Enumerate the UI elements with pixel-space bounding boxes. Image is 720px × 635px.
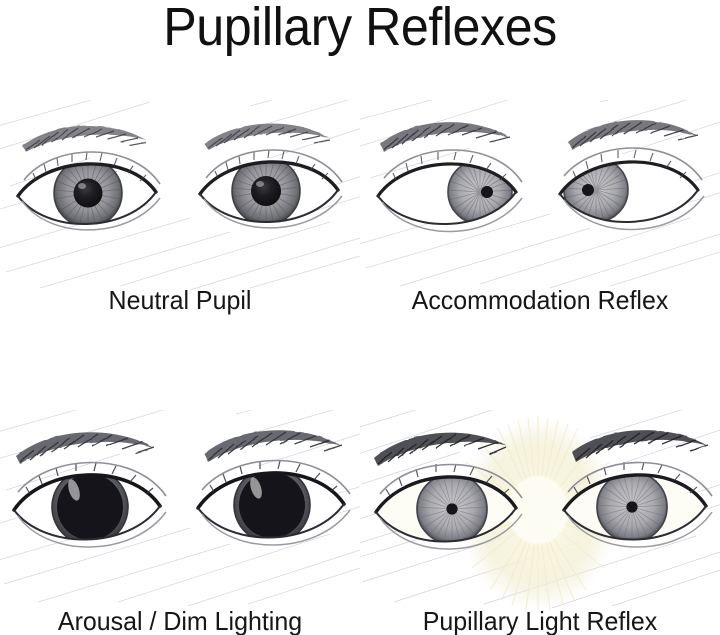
right-limbus — [596, 474, 668, 540]
left-eye — [16, 125, 161, 231]
panel-neutral-pupil: Neutral Pupil — [0, 100, 360, 325]
right-eyebrow — [572, 430, 709, 462]
left-iris-striations — [416, 476, 488, 542]
left-catchlight — [78, 183, 86, 189]
right-lower-lid — [197, 503, 345, 539]
left-pupil — [57, 474, 123, 540]
left-lower-lid — [17, 191, 157, 225]
right-lid-fold — [567, 461, 713, 497]
right-lower-lid — [199, 189, 339, 223]
right-pupil — [626, 501, 638, 513]
left-eyebrow — [374, 432, 507, 466]
right-upper-lid — [558, 160, 700, 196]
left-pupil — [481, 186, 493, 198]
panel-accommodation-reflex: Accommodation Reflex — [360, 100, 720, 325]
light-source-glow — [456, 416, 620, 610]
right-pupil — [582, 184, 594, 196]
right-lower-crease — [567, 511, 713, 548]
right-iris-striations — [596, 474, 668, 540]
left-limbus — [51, 474, 129, 540]
accommodation-reflex-illustration — [360, 100, 720, 289]
left-upper-lid — [376, 162, 518, 198]
left-lashes — [25, 462, 154, 495]
left-lashes — [385, 463, 510, 497]
right-eye — [198, 123, 343, 229]
left-lower-lid — [13, 505, 161, 541]
right-eyebrow — [204, 123, 331, 150]
left-lower-lid — [375, 507, 517, 543]
left-upper-lid — [16, 162, 158, 198]
left-lower-crease — [379, 513, 523, 550]
neutral-pupil-illustration — [0, 100, 360, 290]
right-lower-crease — [563, 195, 705, 231]
right-eye — [196, 430, 351, 546]
left-pupil — [446, 503, 458, 515]
caption-neutral-pupil: Neutral Pupil — [108, 285, 252, 315]
left-limbus — [53, 163, 123, 225]
right-lashes — [214, 149, 329, 180]
panel-pupillary-light-reflex: Pupillary Light Reflex — [360, 410, 720, 635]
left-eyebrow — [22, 125, 147, 152]
page-title: Pupillary Reflexes — [163, 0, 557, 57]
right-lashes — [572, 149, 687, 179]
caption-arousal-dim-lighting: Arousal / Dim Lighting — [57, 606, 303, 635]
right-limbus — [231, 161, 301, 223]
left-limbus — [416, 476, 488, 542]
right-lid-fold — [201, 459, 351, 495]
left-eyebrow — [16, 432, 155, 464]
right-catchlight — [256, 181, 264, 187]
left-lower-crease — [21, 197, 161, 231]
left-lashes — [32, 151, 147, 182]
right-upper-lid — [562, 473, 708, 512]
caption-accommodation-reflex: Accommodation Reflex — [411, 285, 669, 315]
left-eye — [12, 432, 167, 548]
right-pupil — [251, 176, 281, 206]
panel-arousal-dim-lighting: Arousal / Dim Lighting — [0, 410, 360, 635]
left-lower-lid — [377, 191, 517, 225]
right-lower-crease — [203, 195, 343, 229]
right-eye — [558, 120, 705, 231]
left-upper-lid — [374, 475, 518, 514]
left-lid-fold — [23, 151, 161, 185]
right-eyebrow — [204, 430, 343, 462]
left-lower-crease — [17, 511, 167, 548]
left-lower-crease — [381, 197, 523, 233]
right-lower-lid — [559, 189, 699, 223]
right-eyebrow — [568, 120, 699, 150]
right-catchlight — [250, 477, 262, 499]
right-lashes — [209, 460, 338, 493]
left-lid-fold — [17, 461, 167, 497]
right-limbus — [233, 472, 311, 538]
right-lower-lid — [563, 505, 707, 541]
right-lid-fold — [563, 147, 703, 181]
left-pupil — [73, 178, 103, 208]
pupillary-light-reflex-illustration — [360, 410, 720, 610]
left-catchlight — [68, 479, 80, 501]
right-upper-lid — [198, 160, 340, 196]
left-eyebrow — [380, 122, 511, 152]
caption-pupillary-light-reflex: Pupillary Light Reflex — [422, 606, 658, 635]
arousal-dim-lighting-illustration — [0, 410, 360, 607]
glow-core — [508, 476, 568, 544]
left-lashes — [392, 151, 507, 181]
right-eye — [562, 430, 713, 548]
right-lower-crease — [201, 509, 351, 546]
right-pupil — [239, 472, 305, 538]
left-eye — [376, 122, 523, 233]
left-lid-fold — [383, 149, 523, 183]
left-lid-fold — [379, 463, 523, 499]
right-lid-fold — [205, 149, 343, 183]
